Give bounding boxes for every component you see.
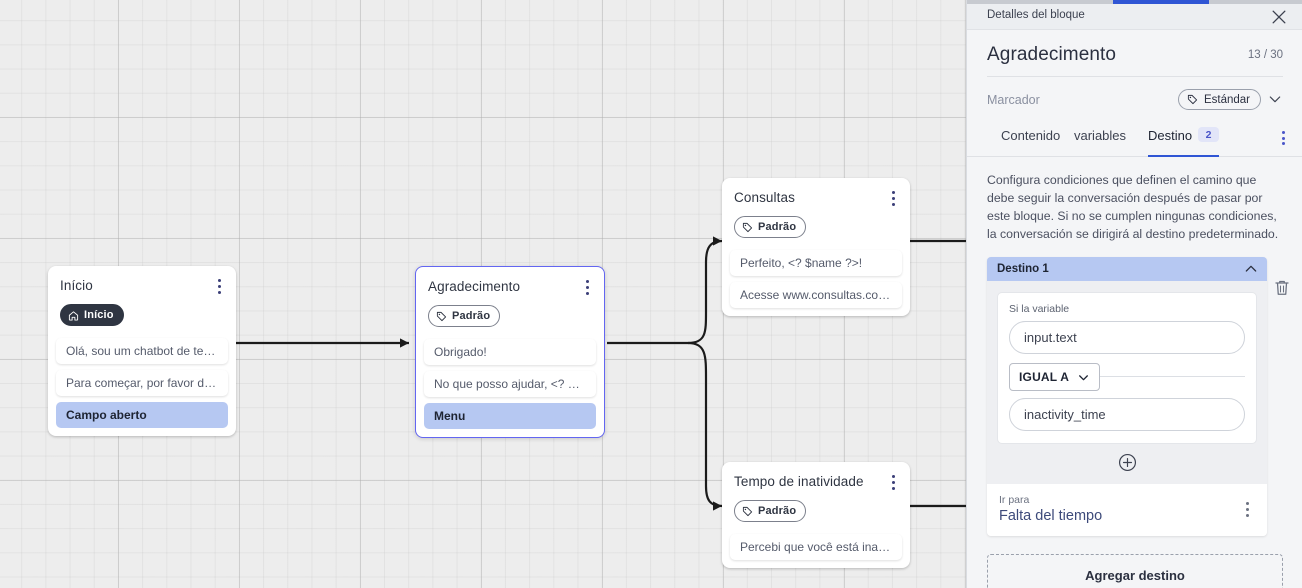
kebab-vertical-icon[interactable] — [1275, 129, 1291, 147]
node-title: Agradecimento — [428, 279, 521, 294]
node-tag-label: Padrão — [758, 221, 797, 233]
tag-icon — [742, 506, 753, 516]
node-header: Tempo de inatividade Padrão — [722, 462, 910, 522]
flow-node-consultas[interactable]: Consultas Padrão Perfeito, <? $name ?>! … — [722, 178, 910, 316]
character-counter: 13 / 30 — [1247, 49, 1283, 61]
node-message-list: Olá, sou um chatbot de teste! Para começ… — [48, 326, 236, 428]
close-icon[interactable] — [1269, 7, 1289, 27]
marker-row: Marcador Estándar — [987, 88, 1283, 112]
node-header: Consultas Padrão — [722, 178, 910, 238]
tab-badge-count: 2 — [1198, 127, 1220, 142]
node-title: Tempo de inatividade — [734, 474, 864, 489]
tab-variables[interactable]: variables — [1074, 126, 1126, 155]
chevron-down-icon — [1079, 374, 1089, 380]
node-tag-badge: Padrão — [734, 500, 807, 522]
node-message-highlighted[interactable]: Campo aberto — [56, 402, 228, 428]
panel-header: Detalles del bloque — [967, 4, 1302, 30]
tab-label: Destino — [1148, 128, 1193, 143]
destination-card: Destino 1 Si la variable input.text IGUA… — [987, 257, 1267, 536]
node-message-list: Perfeito, <? $name ?>! Acesse www.consul… — [722, 238, 910, 308]
condition-box: Si la variable input.text IGUAL A inacti… — [997, 292, 1257, 444]
panel-header-label: Detalles del bloque — [987, 9, 1085, 21]
node-tag-badge: Padrão — [734, 216, 807, 238]
flow-node-inicio[interactable]: Início Início Olá, sou um chatbot de tes… — [48, 266, 236, 436]
destination-title: Destino 1 — [997, 263, 1049, 275]
add-destination-button[interactable]: Agregar destino — [987, 554, 1283, 588]
block-details-panel: Detalles del bloque Agradecimento 13 / 3… — [966, 0, 1302, 588]
goto-value: Falta del tiempo — [999, 508, 1103, 524]
marker-value-label: Estándar — [1203, 93, 1250, 106]
kebab-vertical-icon[interactable] — [1239, 500, 1255, 518]
node-message-highlighted[interactable]: Menu — [424, 403, 596, 429]
node-message[interactable]: Acesse www.consultas.com par... — [730, 282, 902, 308]
tag-icon — [742, 222, 753, 232]
tag-icon — [1187, 94, 1198, 105]
node-message[interactable]: Percebi que você está inativo. C... — [730, 534, 902, 560]
flow-node-agradecimento[interactable]: Agradecimento Padrão Obrigado! No que po… — [415, 266, 605, 438]
chevron-down-icon[interactable] — [1267, 91, 1283, 107]
panel-tabs: Contenido variables Destino 2 — [967, 126, 1302, 157]
node-tag-badge: Padrão — [428, 305, 501, 327]
flow-canvas[interactable]: Início Início Olá, sou um chatbot de tes… — [0, 0, 966, 588]
home-icon — [68, 310, 79, 321]
node-header: Início Início — [48, 266, 236, 326]
node-title: Início — [60, 278, 93, 293]
node-tag-label: Início — [84, 309, 114, 321]
panel-title-row: Agradecimento 13 / 30 — [987, 44, 1283, 77]
page-title: Agradecimento — [987, 44, 1117, 65]
goto-label: Ir para — [999, 494, 1030, 506]
node-message[interactable]: Perfeito, <? $name ?>! — [730, 250, 902, 276]
node-message-list: Obrigado! No que posso ajudar, <? $name … — [416, 327, 604, 429]
tab-label: variables — [1074, 128, 1127, 143]
operator-label: IGUAL A — [1019, 370, 1070, 384]
node-message[interactable]: Obrigado! — [424, 339, 596, 365]
chevron-up-icon[interactable] — [1243, 261, 1259, 277]
flow-node-tempo-de-inatividade[interactable]: Tempo de inatividade Padrão Percebi que … — [722, 462, 910, 568]
node-menu-button[interactable] — [210, 276, 228, 296]
destination-card-header[interactable]: Destino 1 — [987, 257, 1267, 281]
marker-value-pill[interactable]: Estándar — [1177, 89, 1261, 110]
tab-label: Contenido — [1001, 128, 1061, 143]
goto-card[interactable]: Ir para Falta del tiempo — [987, 484, 1267, 536]
node-tag-label: Padrão — [758, 505, 797, 517]
flow-edges — [236, 236, 966, 511]
node-tag-badge: Início — [60, 304, 124, 326]
trash-icon[interactable] — [1273, 278, 1291, 298]
panel-description: Configura condiciones que definen el cam… — [987, 173, 1279, 241]
variable-input[interactable]: input.text — [1009, 321, 1245, 354]
node-message[interactable]: Olá, sou um chatbot de teste! — [56, 338, 228, 364]
node-menu-button[interactable] — [884, 472, 902, 492]
node-title: Consultas — [734, 190, 795, 205]
operator-select[interactable]: IGUAL A — [1009, 363, 1101, 391]
add-condition-row — [987, 444, 1267, 480]
operator-row: IGUAL A — [1009, 363, 1245, 391]
node-menu-button[interactable] — [578, 277, 596, 297]
node-message[interactable]: Para começar, por favor digite o ... — [56, 370, 228, 396]
tag-icon — [436, 311, 447, 321]
node-header: Agradecimento Padrão — [416, 267, 604, 327]
panel-body: Agradecimento 13 / 30 Marcador Estándar — [967, 30, 1302, 588]
tab-destino[interactable]: Destino 2 — [1148, 126, 1220, 157]
node-menu-button[interactable] — [884, 188, 902, 208]
node-tag-label: Padrão — [452, 310, 491, 322]
add-destination-label: Agregar destino — [1085, 567, 1185, 583]
condition-label: Si la variable — [1009, 303, 1070, 315]
progress-fill — [1113, 0, 1209, 4]
compare-value-input[interactable]: inactivity_time — [1009, 398, 1245, 431]
plus-circle-icon[interactable] — [1118, 453, 1137, 472]
tab-contenido[interactable]: Contenido — [1001, 126, 1060, 155]
node-message-list: Percebi que você está inativo. C... — [722, 522, 910, 560]
node-message[interactable]: No que posso ajudar, <? $name ... — [424, 371, 596, 397]
marker-label: Marcador — [987, 93, 1040, 107]
